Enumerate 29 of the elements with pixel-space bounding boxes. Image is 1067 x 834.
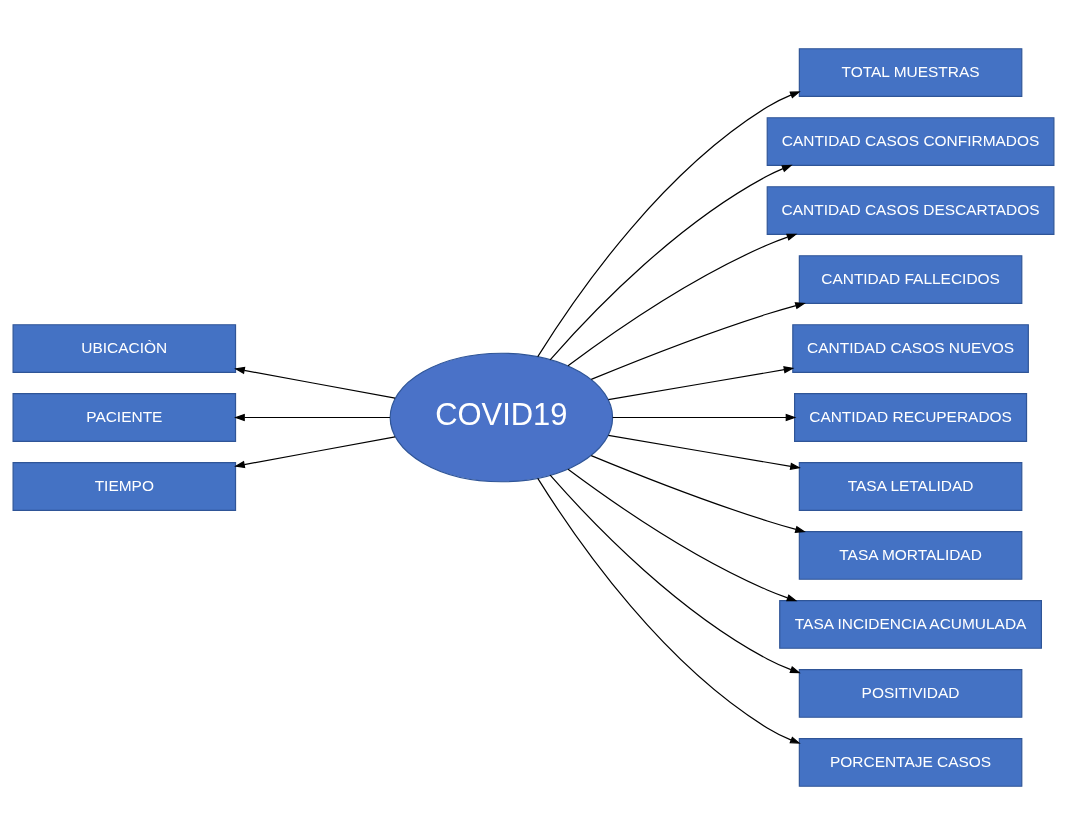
arrow <box>549 474 801 673</box>
node-box: TIEMPO <box>12 461 237 511</box>
node-box: PORCENTAJE CASOS <box>798 737 1023 787</box>
node-box: TOTAL MUESTRAS <box>798 47 1023 97</box>
arrow <box>607 434 801 470</box>
node-ellipse: COVID19 <box>389 352 614 482</box>
node-box: PACIENTE <box>12 392 237 442</box>
arrow <box>537 477 801 744</box>
arrow <box>590 301 806 380</box>
arrow <box>567 233 798 366</box>
node-box: TASA LETALIDAD <box>798 461 1023 511</box>
arrow <box>612 413 797 421</box>
arrow <box>234 413 391 421</box>
arrow <box>590 454 806 533</box>
node-box: CANTIDAD CASOS CONFIRMADOS <box>766 116 1055 166</box>
arrow <box>607 365 795 400</box>
arrow <box>549 164 793 360</box>
node-box: CANTIDAD CASOS NUEVOS <box>792 323 1029 373</box>
node-box: TASA MORTALIDAD <box>798 530 1023 580</box>
arrow <box>234 435 396 468</box>
node-box: TASA INCIDENCIA ACUMULADA <box>779 599 1042 649</box>
arrow <box>234 366 396 399</box>
node-box: CANTIDAD RECUPERADOS <box>794 392 1028 442</box>
node-box: CANTIDAD FALLECIDOS <box>798 254 1023 304</box>
arrow <box>567 468 798 601</box>
node-box: UBICACIÒN <box>12 323 237 373</box>
arrow <box>537 90 801 357</box>
node-box: POSITIVIDAD <box>798 668 1023 718</box>
node-box: CANTIDAD CASOS DESCARTADOS <box>766 185 1055 235</box>
